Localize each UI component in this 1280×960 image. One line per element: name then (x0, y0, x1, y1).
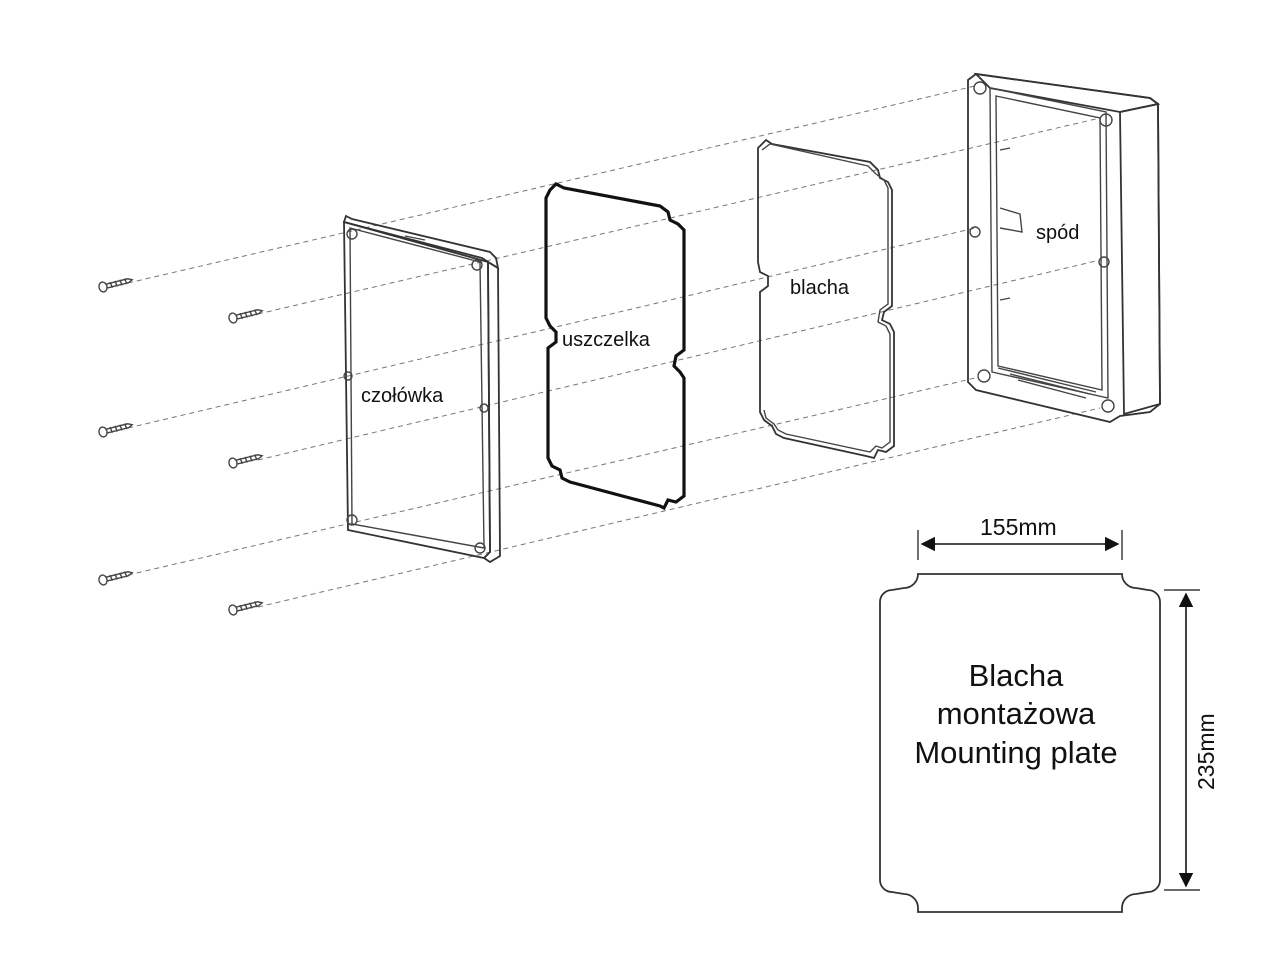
mounting-plate-drawing (879, 530, 1200, 913)
screw-icon (98, 423, 134, 438)
plate-title-line-3: Mounting plate (914, 735, 1117, 770)
plate-title-line-1: Blacha (969, 658, 1065, 693)
mounting-plate-part (757, 138, 895, 460)
enclosure-base (967, 72, 1161, 423)
dimension-width-label: 155mm (980, 514, 1057, 540)
label-gasket: uszczelka (562, 329, 651, 351)
dimension-height-label: 235mm (1193, 713, 1219, 790)
screw-icon (98, 278, 134, 293)
screw-icon (228, 454, 264, 469)
label-base: spód (1036, 222, 1079, 244)
gasket (544, 182, 686, 511)
front-cover (342, 214, 501, 564)
label-front-cover: czołówka (361, 385, 444, 407)
plate-title-line-2: montażowa (937, 696, 1096, 731)
screw-icon (98, 571, 134, 586)
label-plate: blacha (790, 277, 850, 299)
screw-icon (228, 601, 264, 616)
screw-icon (228, 309, 264, 324)
